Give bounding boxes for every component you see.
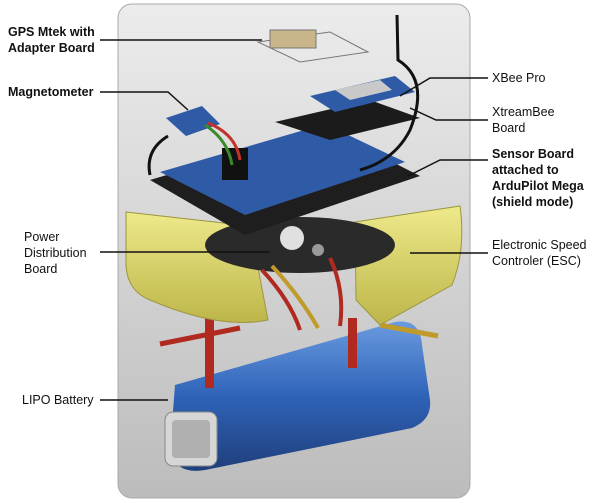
esc-wiring <box>260 257 344 331</box>
ardupilot-stack <box>150 124 420 235</box>
magnetometer-board <box>166 106 242 166</box>
leader-magnetometer <box>100 91 189 111</box>
label-magnetometer: Magnetometer <box>8 85 94 99</box>
label-xbee-pro: XBee Pro <box>492 71 546 85</box>
lipo-battery <box>164 321 431 471</box>
label-sensor-board: Sensor Board attached to ArduPilot Mega … <box>492 147 584 209</box>
battery-leads <box>159 318 439 388</box>
xtreambee-board <box>275 100 420 140</box>
label-gps: GPS Mtek with Adapter Board <box>8 25 95 55</box>
leader-xtream <box>409 107 488 121</box>
gps-module <box>256 29 370 63</box>
label-power-distribution: Power Distribution Board <box>24 230 87 276</box>
leader-xbee <box>399 77 488 97</box>
antenna-cable <box>147 14 420 176</box>
leader-lines <box>100 39 488 401</box>
label-lipo-battery: LIPO Battery <box>22 393 94 407</box>
label-esc: Electronic Speed Controler (ESC) <box>492 238 587 268</box>
leader-sensor <box>407 159 488 177</box>
label-xtreambee-board: XtreamBee Board <box>492 105 555 135</box>
xbee-module <box>310 76 415 112</box>
